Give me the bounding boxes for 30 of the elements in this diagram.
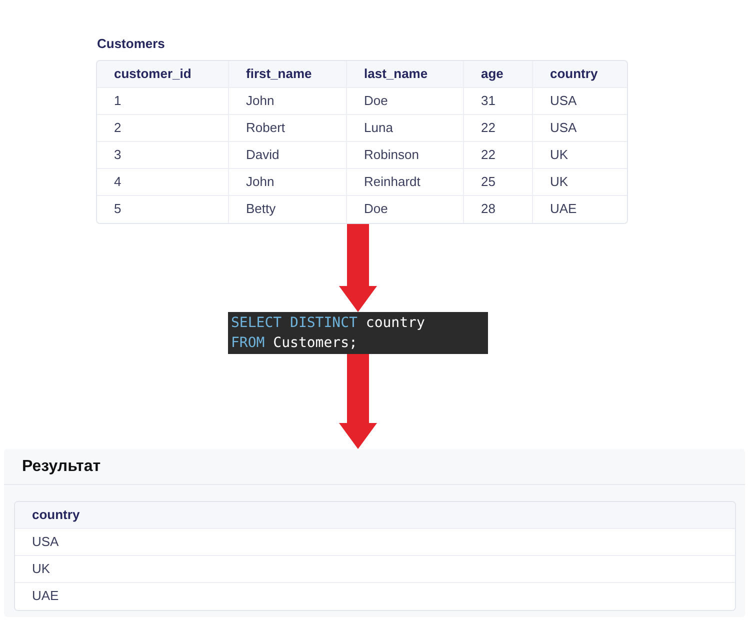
sql-code: SELECT DISTINCT country FROM Customers; bbox=[231, 314, 426, 353]
table-value: John bbox=[229, 88, 347, 115]
column-header: first_name bbox=[229, 61, 347, 88]
column-header: age bbox=[464, 61, 533, 88]
code-box bbox=[228, 312, 488, 354]
result-panel bbox=[4, 449, 745, 617]
column-header: country bbox=[15, 502, 735, 529]
panel-title: Результат bbox=[22, 457, 101, 477]
table-value: Reinhardt bbox=[347, 169, 464, 196]
table-value: 1 bbox=[97, 88, 229, 115]
table-value: Robinson bbox=[347, 142, 464, 169]
column-header: country bbox=[533, 61, 627, 88]
table-value: Robert bbox=[229, 115, 347, 142]
table-value: 31 bbox=[464, 88, 533, 115]
table-value: David bbox=[229, 142, 347, 169]
table-title: Customers bbox=[97, 35, 165, 52]
table-value: John bbox=[229, 169, 347, 196]
table-value: Luna bbox=[347, 115, 464, 142]
table-value: 22 bbox=[464, 115, 533, 142]
table-value: 5 bbox=[97, 196, 229, 223]
table-value: 25 bbox=[464, 169, 533, 196]
column-header: customer_id bbox=[97, 61, 229, 88]
table-value: 2 bbox=[97, 115, 229, 142]
table-value: Doe bbox=[347, 88, 464, 115]
table-value: 4 bbox=[97, 169, 229, 196]
arrow bbox=[339, 224, 377, 312]
table-value: 22 bbox=[464, 142, 533, 169]
arrow bbox=[339, 354, 377, 449]
table-value: 3 bbox=[97, 142, 229, 169]
column-header: last_name bbox=[347, 61, 464, 88]
